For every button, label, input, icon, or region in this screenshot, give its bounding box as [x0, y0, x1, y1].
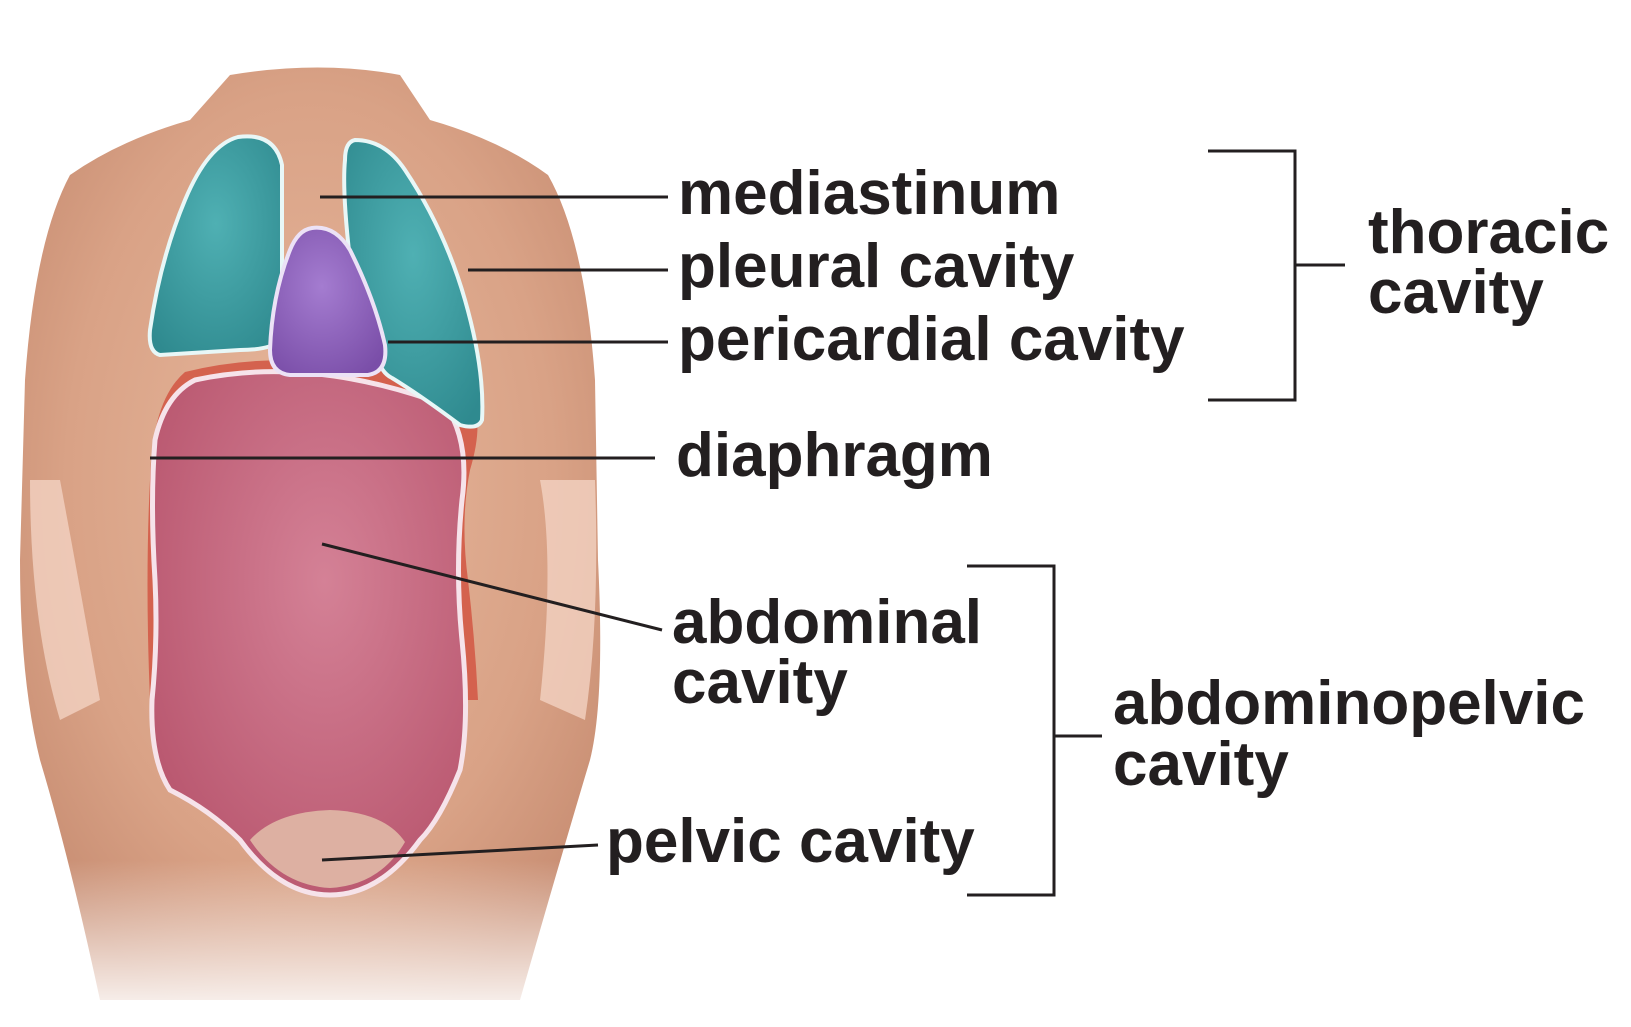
- thoracic-bracket: [1208, 151, 1345, 400]
- label-abdominal-cavity-line1: abdominal: [672, 588, 982, 657]
- label-abdominal-cavity-line2: cavity: [672, 648, 848, 717]
- label-pleural-cavity: pleural cavity: [678, 232, 1075, 301]
- label-thoracic-line2: cavity: [1368, 258, 1544, 327]
- label-mediastinum: mediastinum: [678, 159, 1060, 228]
- label-diaphragm: diaphragm: [676, 421, 993, 490]
- label-abdominopelvic-line2: cavity: [1113, 730, 1289, 799]
- abdominopelvic-bracket: [967, 566, 1102, 895]
- label-thoracic-line1: thoracic: [1368, 198, 1609, 267]
- label-pericardial-cavity: pericardial cavity: [678, 305, 1185, 374]
- label-abdominopelvic-line1: abdominopelvic: [1113, 669, 1585, 738]
- label-pelvic-cavity: pelvic cavity: [606, 807, 975, 876]
